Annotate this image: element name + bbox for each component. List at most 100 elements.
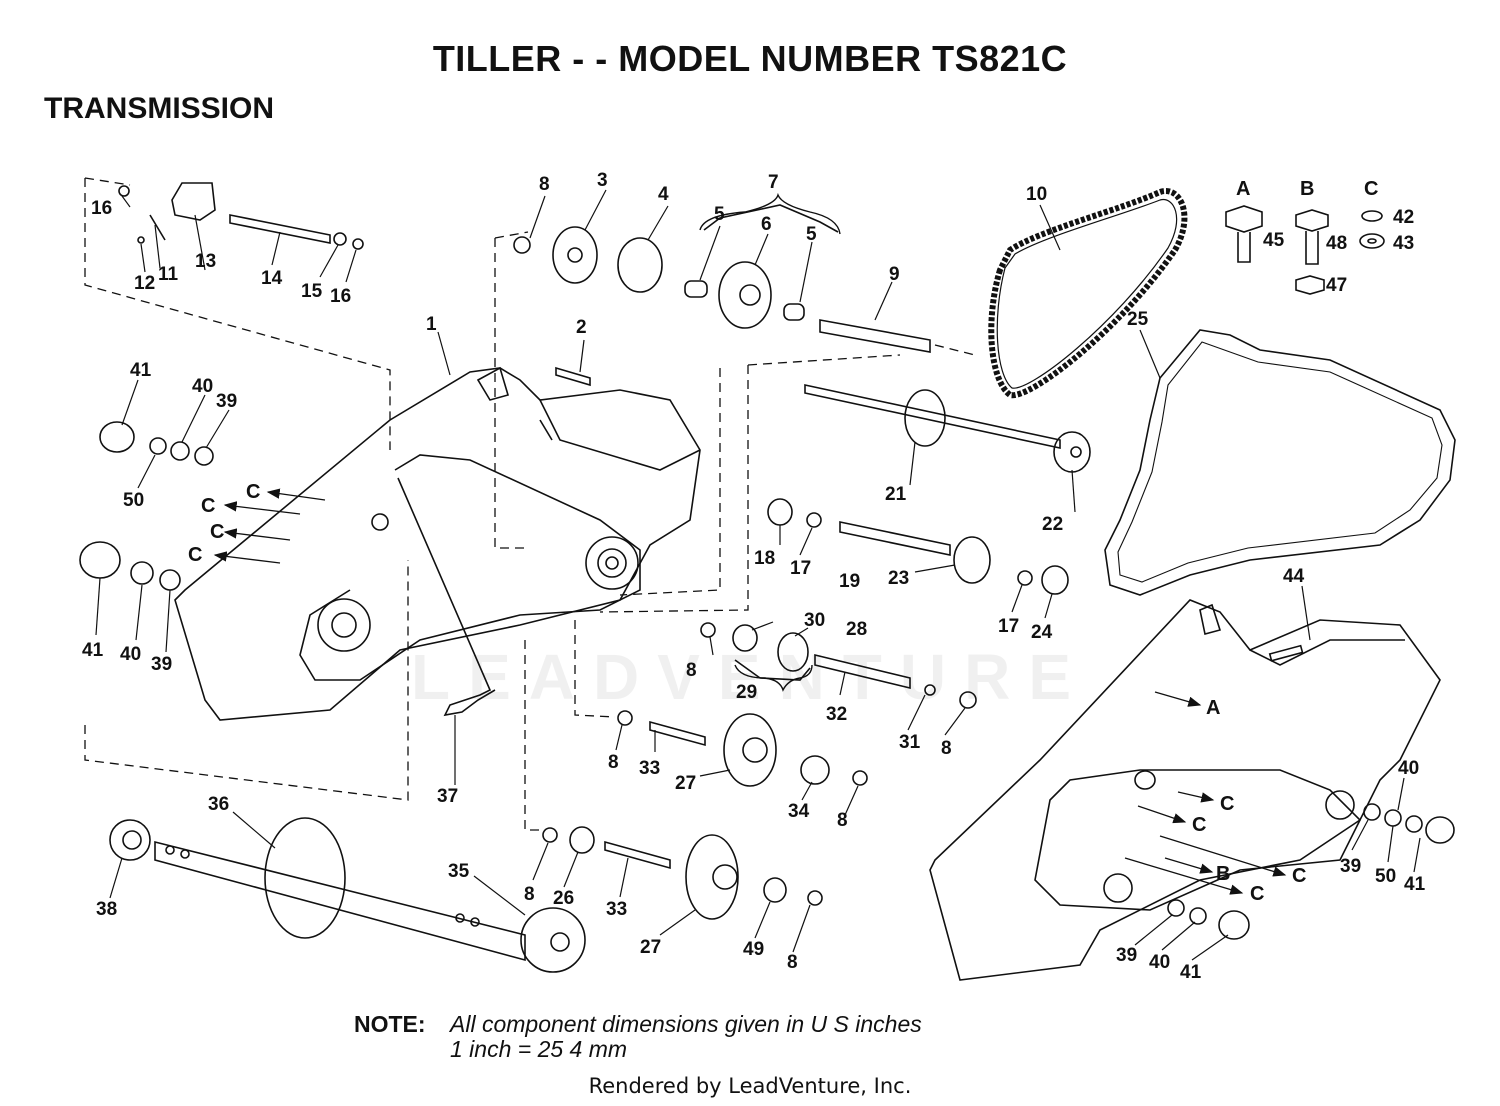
callout-c3: 3 bbox=[597, 170, 608, 191]
note-line-1: All component dimensions given in U S in… bbox=[450, 1011, 922, 1037]
callout-c15: 15 bbox=[301, 281, 323, 302]
callout-c47: 47 bbox=[1326, 275, 1347, 296]
callout-c39b: 39 bbox=[151, 654, 172, 675]
callout-c41c: 41 bbox=[1404, 874, 1426, 895]
callout-c24: 24 bbox=[1031, 622, 1053, 643]
callout-c41d: 41 bbox=[1180, 962, 1202, 983]
gasket bbox=[1104, 329, 1456, 596]
callout-c27b: 27 bbox=[640, 937, 661, 958]
callout-c44: 44 bbox=[1283, 566, 1305, 587]
callout-c30: 30 bbox=[804, 610, 825, 631]
callout-c48: 48 bbox=[1326, 233, 1347, 254]
watermark: LEADVENTURE bbox=[410, 641, 1090, 713]
ref-letter-rC7: C bbox=[1292, 865, 1306, 887]
callout-c9: 9 bbox=[889, 264, 900, 285]
callout-c17a: 17 bbox=[790, 558, 811, 579]
callout-c16b: 16 bbox=[330, 286, 351, 307]
callout-c18: 18 bbox=[754, 548, 775, 569]
callout-c49: 49 bbox=[743, 939, 764, 960]
callout-c33a: 33 bbox=[639, 758, 660, 779]
ref-letter-rC6: C bbox=[1192, 814, 1206, 836]
ref-letter-rC8: C bbox=[1250, 883, 1264, 905]
callout-c22: 22 bbox=[1042, 514, 1063, 535]
callout-c4: 4 bbox=[658, 184, 669, 205]
callout-c34: 34 bbox=[788, 801, 810, 822]
callout-c8f: 8 bbox=[524, 884, 535, 905]
callout-c42: 42 bbox=[1393, 207, 1414, 228]
callout-c8c: 8 bbox=[608, 752, 619, 773]
callout-c8e: 8 bbox=[837, 810, 848, 831]
idler-gear-lower bbox=[542, 826, 823, 920]
callout-c17b: 17 bbox=[998, 616, 1019, 637]
ref-letter-rC5: C bbox=[1220, 793, 1234, 815]
fastener-group-labels: A B C bbox=[1236, 178, 1378, 200]
shift-assembly bbox=[118, 182, 364, 250]
tine-axle bbox=[109, 817, 586, 973]
callout-c7: 7 bbox=[768, 172, 779, 193]
callout-c50b: 50 bbox=[1375, 866, 1396, 887]
callout-c40d: 40 bbox=[1149, 952, 1170, 973]
callout-c13: 13 bbox=[195, 251, 216, 272]
callout-c39a: 39 bbox=[216, 391, 237, 412]
callout-c39d: 39 bbox=[1116, 945, 1137, 966]
callout-c6: 6 bbox=[761, 214, 772, 235]
callout-c2: 2 bbox=[576, 317, 587, 338]
drive-chain-inner bbox=[996, 199, 1178, 389]
note-line-2: 1 inch = 25 4 mm bbox=[450, 1036, 628, 1062]
callout-c41b: 41 bbox=[82, 640, 104, 661]
ref-letter-rC4: C bbox=[188, 544, 202, 566]
bracket-7 bbox=[699, 192, 841, 235]
callout-c12: 12 bbox=[134, 273, 155, 294]
diagram-title: TILLER - - MODEL NUMBER TS821C bbox=[432, 38, 1068, 79]
section-title: TRANSMISSION bbox=[44, 92, 275, 125]
part-callouts: 1 2 3 4 5 5 6 7 8 8 8 8 8 8 8 9 10 11 12… bbox=[82, 170, 1426, 983]
callout-c23: 23 bbox=[888, 568, 909, 589]
intermediate-shaft bbox=[767, 498, 1069, 595]
drive-chain bbox=[988, 188, 1188, 399]
pin bbox=[555, 366, 591, 387]
fasteners bbox=[1225, 205, 1385, 295]
ref-letter-rC3: C bbox=[210, 521, 224, 543]
callout-c50a: 50 bbox=[123, 490, 144, 511]
shift-lever bbox=[397, 477, 496, 717]
ref-letter-rB: B bbox=[1216, 863, 1230, 885]
callout-c16a: 16 bbox=[91, 198, 112, 219]
callout-c33b: 33 bbox=[606, 899, 627, 920]
ref-letter-rA: A bbox=[1206, 697, 1220, 719]
callout-c43: 43 bbox=[1393, 233, 1414, 254]
callout-c11: 11 bbox=[158, 264, 179, 285]
callout-c28: 28 bbox=[846, 619, 867, 640]
callout-c40b: 40 bbox=[120, 644, 141, 665]
note-label: NOTE: bbox=[354, 1011, 426, 1037]
callout-c31: 31 bbox=[899, 732, 921, 753]
assembly-guide-lines bbox=[84, 177, 976, 831]
callout-c27a: 27 bbox=[675, 773, 696, 794]
callout-c21: 21 bbox=[885, 484, 907, 505]
gasket-inner-edge bbox=[1117, 341, 1443, 583]
callout-c40c: 40 bbox=[1398, 758, 1419, 779]
fastener-group-c: C bbox=[1364, 178, 1378, 200]
leader-lines bbox=[95, 189, 1421, 961]
reduction-shaft bbox=[700, 622, 977, 709]
right-bearings bbox=[1103, 770, 1455, 940]
callout-c5a: 5 bbox=[714, 204, 725, 225]
callout-c40a: 40 bbox=[192, 376, 213, 397]
callout-c38: 38 bbox=[96, 899, 117, 920]
housing-right-half bbox=[929, 599, 1441, 981]
reference-letters: C C C C A C C C B C bbox=[188, 481, 1306, 905]
idler-gear-upper bbox=[617, 710, 868, 787]
callout-c41a: 41 bbox=[130, 360, 152, 381]
callout-c32: 32 bbox=[826, 704, 847, 725]
callout-c36: 36 bbox=[208, 794, 229, 815]
callout-c29: 29 bbox=[736, 682, 757, 703]
callout-c1: 1 bbox=[426, 314, 437, 335]
callout-c26: 26 bbox=[553, 888, 574, 909]
callout-c10: 10 bbox=[1026, 184, 1047, 205]
dimension-note: NOTE: All component dimensions given in U… bbox=[354, 1012, 922, 1062]
reference-arrows bbox=[213, 488, 1287, 895]
fastener-group-a: A bbox=[1236, 178, 1250, 200]
callout-c8g: 8 bbox=[787, 952, 798, 973]
ref-letter-rC1: C bbox=[246, 481, 260, 503]
callout-c5b: 5 bbox=[806, 224, 817, 245]
